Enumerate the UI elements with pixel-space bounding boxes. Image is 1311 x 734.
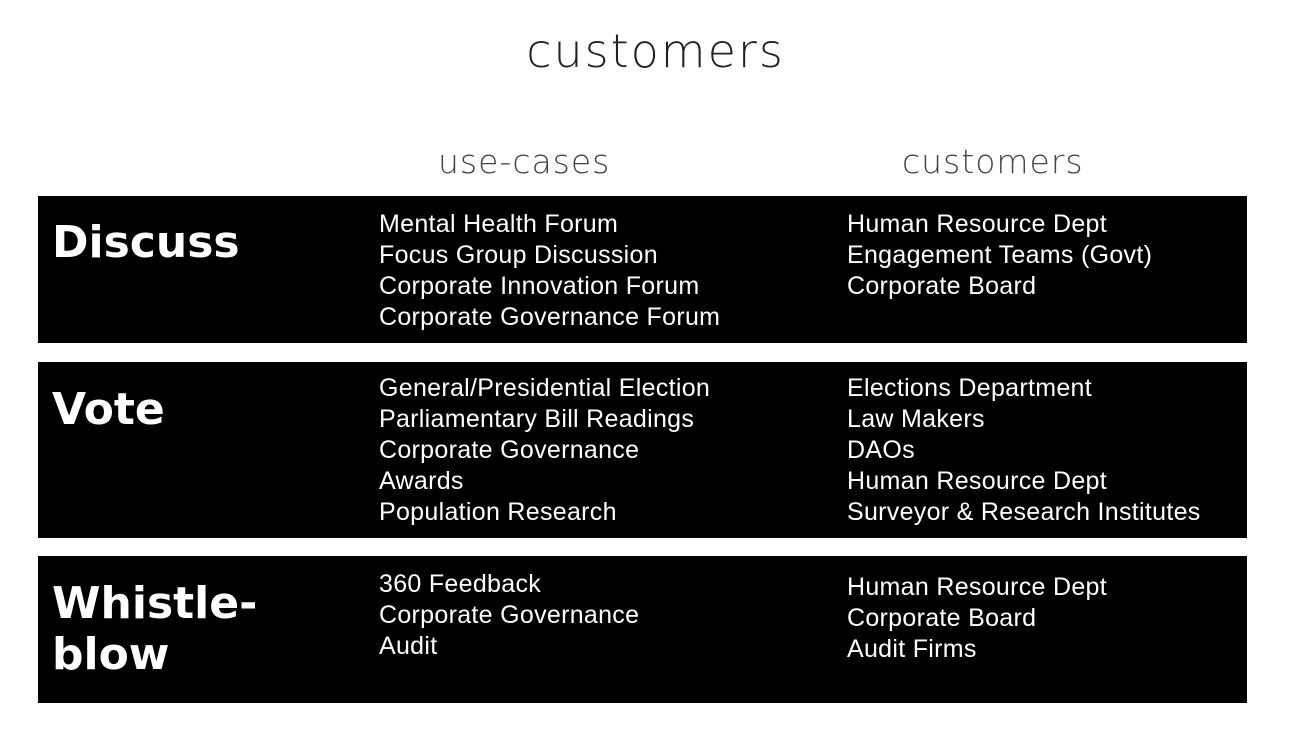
list-item: Engagement Teams (Govt) bbox=[847, 241, 1153, 269]
whistleblow-row: Whistle- blow 360 Feedback Corporate Gov… bbox=[38, 556, 1247, 703]
use-cases-list: 360 Feedback Corporate Governance Audit bbox=[379, 569, 639, 662]
list-item: Corporate Innovation Forum bbox=[379, 272, 700, 300]
list-item: Parliamentary Bill Readings bbox=[379, 405, 695, 433]
list-item: Elections Department bbox=[847, 374, 1093, 402]
row-title-whistleblow: Whistle- blow bbox=[52, 578, 257, 680]
list-item: Law Makers bbox=[847, 405, 985, 433]
row-title-line: Whistle- bbox=[52, 578, 258, 629]
list-item: General/Presidential Election bbox=[379, 374, 711, 402]
customers-list: Elections Department Law Makers DAOs Hum… bbox=[847, 373, 1201, 528]
list-item: Corporate Board bbox=[847, 604, 1037, 632]
customers-list: Human Resource Dept Engagement Teams (Go… bbox=[847, 209, 1152, 302]
row-title-line: blow bbox=[52, 629, 170, 680]
list-item: DAOs bbox=[847, 436, 915, 464]
list-item: 360 Feedback bbox=[379, 570, 542, 598]
list-item: Corporate Governance bbox=[379, 436, 640, 464]
list-item: Mental Health Forum bbox=[379, 210, 619, 238]
page-title: customers bbox=[526, 24, 785, 78]
row-title-discuss: Discuss bbox=[52, 217, 240, 268]
list-item: Corporate Board bbox=[847, 272, 1037, 300]
list-item: Human Resource Dept bbox=[847, 573, 1107, 601]
use-cases-list: General/Presidential Election Parliament… bbox=[379, 373, 710, 528]
list-item: Audit Firms bbox=[847, 635, 977, 663]
list-item: Awards bbox=[379, 467, 464, 495]
list-item: Focus Group Discussion bbox=[379, 241, 658, 269]
list-item: Human Resource Dept bbox=[847, 467, 1107, 495]
row-title-vote: Vote bbox=[52, 384, 165, 435]
list-item: Population Research bbox=[379, 498, 617, 526]
customers-list: Human Resource Dept Corporate Board Audi… bbox=[847, 572, 1107, 665]
use-cases-column-header: use-cases bbox=[438, 142, 611, 181]
list-item: Corporate Governance bbox=[379, 601, 640, 629]
vote-row: Vote General/Presidential Election Parli… bbox=[38, 362, 1247, 538]
use-cases-list: Mental Health Forum Focus Group Discussi… bbox=[379, 209, 720, 333]
list-item: Human Resource Dept bbox=[847, 210, 1107, 238]
list-item: Corporate Governance Forum bbox=[379, 303, 721, 331]
customers-column-header: customers bbox=[902, 142, 1084, 181]
discuss-row: Discuss Mental Health Forum Focus Group … bbox=[38, 196, 1247, 343]
list-item: Surveyor & Research Institutes bbox=[847, 498, 1201, 526]
list-item: Audit bbox=[379, 632, 438, 660]
